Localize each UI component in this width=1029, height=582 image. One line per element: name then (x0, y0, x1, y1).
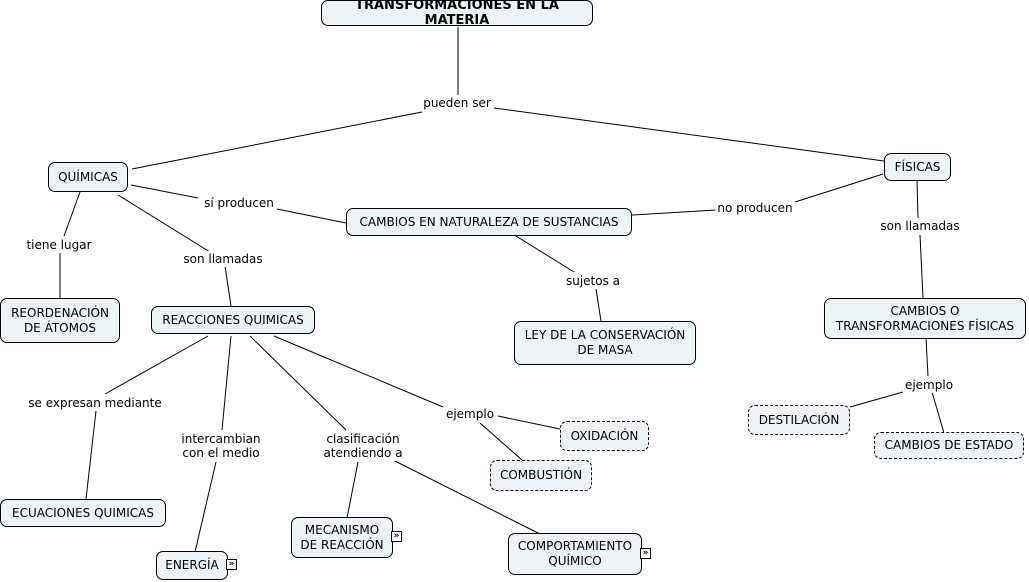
link-label-pueden-ser: pueden ser (421, 95, 493, 111)
link-label-son-llamadas-quimicas: son llamadas (181, 251, 265, 267)
link-label-sujetos-a: sujetos a (563, 273, 623, 289)
link-label-ejemplo-quimicas: ejemplo (443, 406, 497, 422)
link-label-se-expresan-mediante: se expresan mediante (26, 395, 164, 411)
example-combustion[interactable]: COMBUSTIÓN (490, 460, 592, 491)
root-concept[interactable]: TRANSFORMACIONES EN LA MATERIA (321, 0, 593, 28)
concept-reacciones-quimicas[interactable]: REACCIONES QUIMICAS (151, 306, 315, 334)
link-label-no-producen: no producen (715, 200, 795, 216)
link-label-tiene-lugar: tiene lugar (24, 237, 94, 253)
link-label-si-producen: sí producen (202, 195, 276, 211)
concept-fisicas[interactable]: FÍSICAS (884, 153, 951, 181)
example-oxidacion[interactable]: OXIDACIÓN (560, 421, 649, 451)
concept-ecuaciones-quimicas[interactable]: ECUACIONES QUIMICAS (0, 499, 166, 527)
concept-cambios-naturaleza[interactable]: CAMBIOS EN NATURALEZA DE SUSTANCIAS (346, 208, 632, 236)
expand-comportamiento-icon[interactable]: » (640, 548, 651, 559)
concept-energia[interactable]: ENERGÍA (156, 551, 228, 580)
concept-quimicas[interactable]: QUÍMICAS (48, 162, 128, 192)
link-label-son-llamadas-fisicas: son llamadas (878, 218, 962, 234)
example-destilacion[interactable]: DESTILACIÓN (748, 405, 850, 435)
link-label-ejemplo-fisicas: ejemplo (902, 377, 956, 393)
expand-mecanismo-icon[interactable]: » (391, 531, 402, 542)
example-cambios-estado[interactable]: CAMBIOS DE ESTADO (874, 432, 1024, 459)
expand-energia-icon[interactable]: » (226, 559, 237, 570)
